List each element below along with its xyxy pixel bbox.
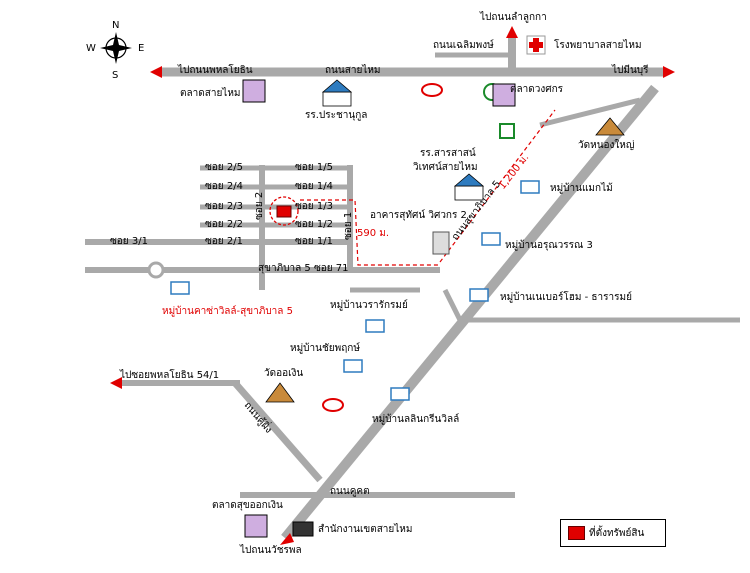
compass-s: S [112, 70, 119, 81]
label-talad-wongkot: ตลาดวงศกร [510, 84, 564, 95]
hospital-icon [526, 35, 546, 55]
roundabout [147, 261, 165, 279]
building-icon [432, 231, 450, 255]
label-district-office: สำนักงานเขตสายไหม [318, 524, 413, 535]
arrow-north [506, 26, 518, 38]
label-hospital: โรงพยาบาลสายไหม [554, 40, 642, 51]
label-mb-lalin: หมู่บ้านลลินกรีนวิลล์ [372, 414, 460, 425]
road-label-chaloem: ถนนเฉลิมพงษ์ [433, 40, 494, 51]
school-icon [321, 79, 485, 201]
compass-w: W [86, 43, 96, 54]
label-school-saras-1: รร.สารสาสน์ [420, 148, 476, 159]
label-school-pracha: รร.ประชานุกูล [305, 110, 368, 121]
arrow-east [663, 66, 675, 78]
toyota-icon-1 [421, 83, 443, 97]
road-branch-nong-yai [539, 97, 641, 128]
soi-2-3: ซอย 2/3 [205, 201, 243, 212]
seven-eleven-icon [499, 123, 515, 139]
distance-590: 590 ม. [357, 228, 390, 239]
arrow-soi54 [110, 377, 122, 389]
label-mb-arun: หมู่บ้านอรุณวรรณ 3 [505, 240, 593, 251]
legend: ที่ตั้งทรัพย์สิน [560, 519, 666, 547]
route-dashed-diag [439, 109, 556, 263]
soi-2-5: ซอย 2/5 [205, 162, 243, 173]
compass-e: E [138, 43, 145, 54]
soi-1: ซอย 1 [343, 211, 354, 240]
dir-phahonyothin: ไปถนนพหลโยธิน [178, 65, 253, 76]
road-kho-ngern [232, 380, 323, 483]
label-mb-neighbor: หมู่บ้านเนเบอร์โฮม - ธารารมย์ [500, 292, 632, 303]
toyota-icon-2 [322, 398, 344, 412]
label-arkarn: อาคารสุทัศน์ วิศวกร 2 [370, 210, 467, 221]
soi-3-1: ซอย 3/1 [110, 236, 148, 247]
dir-minburi: ไปมีนบุรี [612, 65, 649, 76]
compass-rose [100, 32, 132, 64]
road-label-sai-mai: ถนนสายไหม [325, 65, 381, 76]
office-icon [292, 521, 314, 537]
label-wat-oengern: วัดออเงิน [264, 368, 304, 379]
soi-2-1: ซอย 2/1 [205, 236, 243, 247]
label-talad-sukoon: ตลาดสุขออกเงิน [212, 500, 283, 511]
soi-1-1: ซอย 1/1 [295, 236, 333, 247]
road-label-soi-71: สุขาภิบาล 5 ซอย 71 [258, 263, 349, 274]
dir-lamlukka: ไปถนนลำลูกกา [480, 12, 547, 23]
property-marker [276, 205, 292, 218]
label-school-saras-2: วิเทศน์สายไหม [413, 162, 478, 173]
label-mb-maemai: หมู่บ้านแมกไม้ [550, 183, 613, 194]
label-mb-chai: หมู่บ้านชัยพฤกษ์ [290, 343, 360, 354]
soi-1-5: ซอย 1/5 [295, 162, 333, 173]
legend-label: ที่ตั้งทรัพย์สิน [589, 528, 645, 539]
label-mb-wara: หมู่บ้านวรารักรมย์ [330, 300, 408, 311]
soi-1-3: ซอย 1/3 [295, 201, 333, 212]
property-circle [269, 196, 299, 226]
legend-swatch [568, 526, 585, 540]
arrow-west [150, 66, 162, 78]
soi-2-2: ซอย 2/2 [205, 219, 243, 230]
label-talad-sai-mai: ตลาดสายไหม [180, 88, 241, 99]
soi-1-4: ซอย 1/4 [295, 181, 333, 192]
dir-watcharaphon: ไปถนนวัชรพล [240, 545, 302, 556]
soi-2-4: ซอย 2/4 [205, 181, 243, 192]
route-dashed [300, 199, 440, 266]
arrow-south [280, 533, 294, 545]
village-icons [170, 180, 540, 401]
market-icon [242, 79, 516, 538]
dir-soi-54: ไปซอยพหลโยธิน 54/1 [120, 370, 220, 381]
road-label-khu-khot: ถนนคูคต [330, 486, 370, 497]
soi-2: ซอย 2 [254, 191, 265, 220]
compass-n: N [112, 20, 120, 31]
label-mb-casa: หมู่บ้านคาซ่าวิลล์-สุขาภิบาล 5 [162, 306, 293, 317]
soi-1-2: ซอย 1/2 [295, 219, 333, 230]
road-neighbor-home [442, 288, 463, 322]
label-wat-nong-yai: วัดหนองใหญ่ [578, 140, 635, 151]
road-sukhaphiban5 [281, 84, 659, 542]
temple-icon [265, 117, 625, 403]
